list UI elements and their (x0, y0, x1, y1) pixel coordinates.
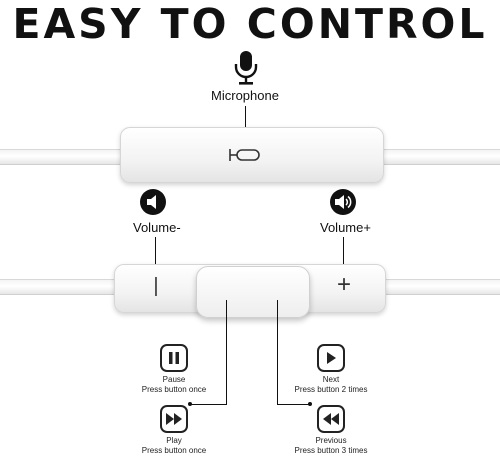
play-instruction: Press button once (141, 445, 207, 455)
previous-title: Previous (315, 436, 347, 445)
microphone-icon (234, 51, 258, 85)
previous-icon (317, 405, 345, 433)
next-title: Next (322, 375, 340, 384)
speaker-low-icon (140, 189, 166, 215)
speaker-high-icon (330, 189, 356, 215)
next-icon (317, 344, 345, 372)
mic-remote-body (120, 127, 384, 183)
previous-instruction: Press button 3 times (294, 445, 368, 455)
pause-instruction: Press button once (141, 384, 207, 394)
play-title: Play (166, 436, 182, 445)
volume-down-button[interactable]: | (153, 275, 159, 297)
volume-up-label: Volume+ (320, 220, 371, 235)
center-play-button[interactable] (196, 266, 310, 318)
play-caption: Play Press button once (134, 436, 214, 455)
connector-line-next-previous (277, 404, 310, 405)
previous-caption: Previous Press button 3 times (285, 436, 377, 455)
next-caption: Next Press button 2 times (285, 375, 377, 394)
page-title: EASY TO CONTROL (12, 0, 488, 48)
connector-line-right (277, 300, 278, 404)
microphone-label: Microphone (211, 88, 279, 103)
connector-dot-play-pause (188, 402, 192, 406)
next-instruction: Press button 2 times (294, 384, 368, 394)
connector-dot-next-previous (308, 402, 312, 406)
connector-line-play-pause (190, 404, 227, 405)
pause-title: Pause (162, 375, 186, 384)
play-forward-icon (160, 405, 188, 433)
pause-icon (160, 344, 188, 372)
volume-down-pointer-line (155, 237, 156, 267)
volume-down-label: Volume- (133, 220, 181, 235)
microphone-pointer-line (245, 106, 246, 144)
mic-hole-icon (229, 149, 260, 161)
pause-caption: Pause Press button once (134, 375, 214, 394)
connector-line-left (226, 300, 227, 404)
volume-up-button[interactable]: + (336, 271, 351, 298)
volume-up-pointer-line (343, 237, 344, 271)
